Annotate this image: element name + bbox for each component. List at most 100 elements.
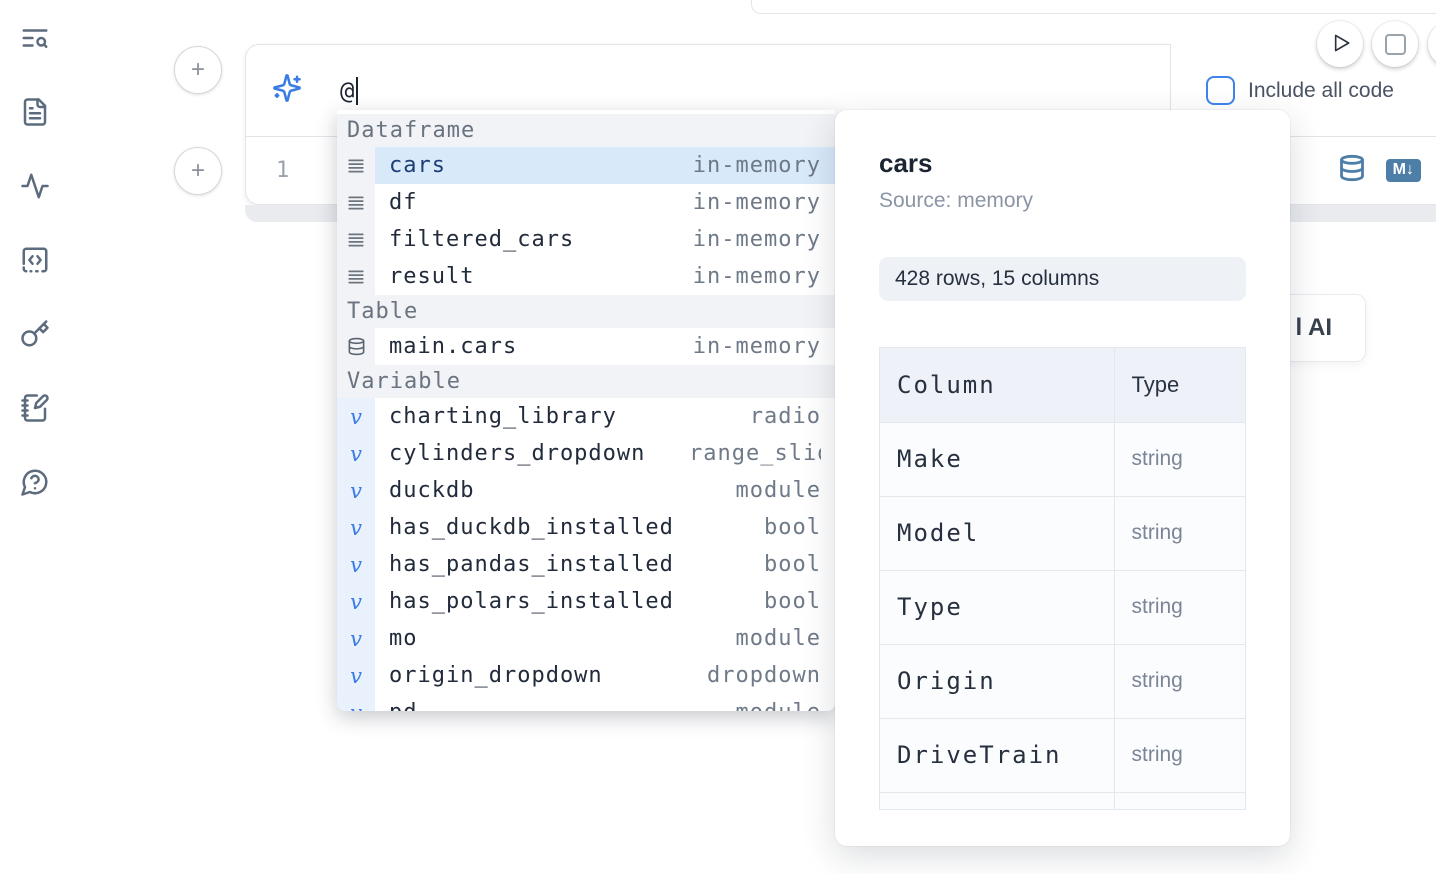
key-icon: [20, 319, 52, 349]
item-type: bool: [764, 552, 821, 577]
item-type: dropdown: [707, 663, 821, 688]
autocomplete-item[interactable]: vpdmodule: [337, 694, 835, 711]
text-cursor: [356, 76, 359, 105]
preview-shape-badge: 428 rows, 15 columns: [879, 257, 1246, 301]
autocomplete-section-label: Table: [337, 295, 835, 328]
partial-button[interactable]: [1428, 21, 1436, 67]
autocomplete-section-label: Variable: [337, 365, 835, 398]
item-type: module: [735, 478, 821, 503]
sidebar-help-circle-icon[interactable]: [20, 466, 52, 498]
sidebar: [20, 22, 52, 498]
autocomplete-item[interactable]: filtered_cars in-memory: [337, 221, 835, 258]
sparkles-icon: [272, 73, 302, 108]
item-name: origin_dropdown: [389, 663, 603, 688]
autocomplete-item[interactable]: cars in-memory: [337, 147, 835, 184]
column-type: string: [1114, 495, 1245, 570]
stop-button[interactable]: [1372, 21, 1418, 67]
column-name: Model: [880, 495, 1115, 570]
cell-toolbar: M↓: [1338, 154, 1421, 187]
column-name: Type: [880, 569, 1115, 644]
item-type: in-memory: [692, 264, 821, 289]
previous-cell-edge: [751, 0, 1436, 14]
item-name: main.cars: [389, 334, 518, 359]
column-type: string: [1114, 569, 1245, 644]
file-text-icon: [20, 97, 52, 127]
item-name: mo: [389, 626, 418, 651]
help-circle-icon: [20, 467, 52, 497]
sidebar-code-square-icon[interactable]: [20, 244, 52, 276]
item-name: has_pandas_installed: [389, 552, 674, 577]
dataframe-rows-icon: [337, 184, 375, 221]
database-icon: [337, 328, 375, 365]
preview-title: cars: [879, 148, 933, 178]
variable-icon: v: [337, 509, 375, 546]
top-border-mask: [1171, 43, 1436, 46]
item-name: filtered_cars: [389, 227, 575, 252]
sidebar-text-search-icon[interactable]: [20, 22, 52, 54]
autocomplete-item[interactable]: result in-memory: [337, 258, 835, 295]
autocomplete-item[interactable]: v origin_dropdown dropdown: [337, 657, 835, 694]
item-type: module: [689, 700, 821, 711]
schema-header: Type: [1114, 348, 1245, 422]
item-type: in-memory: [692, 227, 821, 252]
add-cell-button-top[interactable]: +: [174, 46, 222, 94]
sidebar-key-icon[interactable]: [20, 318, 52, 350]
prompt-input-text: @: [340, 76, 355, 105]
ai-prompt-input[interactable]: @: [246, 45, 1171, 136]
include-all-code-label: Include all code: [1248, 78, 1394, 102]
code-square-icon: [20, 245, 52, 275]
autocomplete-item[interactable]: v has_pandas_installed bool: [337, 546, 835, 583]
markdown-icon[interactable]: M↓: [1385, 159, 1421, 182]
item-name: charting_library: [389, 404, 617, 429]
ai-card-label: l AI: [1295, 314, 1332, 341]
sidebar-file-text-icon[interactable]: [20, 96, 52, 128]
column-name: Origin: [880, 643, 1115, 718]
item-name: result: [389, 264, 475, 289]
preview-source: Source: memory: [879, 189, 1034, 212]
line-number: 1: [276, 158, 290, 183]
variable-icon: v: [337, 657, 375, 694]
include-all-code-checkbox[interactable]: [1206, 76, 1235, 105]
dataframe-rows-icon: [337, 258, 375, 295]
column-type: string: [1114, 421, 1245, 496]
variable-icon: v: [337, 546, 375, 583]
column-type: string: [1114, 717, 1245, 792]
database-icon[interactable]: [1338, 154, 1366, 187]
variable-icon: v: [337, 583, 375, 620]
activity-icon: [20, 171, 52, 201]
item-name: cylinders_dropdown: [389, 441, 646, 466]
ai-prompt-row: @ Include all code: [246, 45, 1436, 136]
variable-icon: v: [337, 620, 375, 657]
variable-icon: v: [337, 435, 375, 472]
sidebar-activity-icon[interactable]: [20, 170, 52, 202]
item-type: bool: [764, 589, 821, 614]
column-name: Make: [880, 421, 1115, 496]
item-type: in-memory: [692, 153, 821, 178]
sidebar-notebook-pen-icon[interactable]: [20, 392, 52, 424]
variable-icon: v: [337, 694, 375, 711]
schema-row-clipped: [880, 791, 1245, 809]
dataframe-rows-icon: [337, 221, 375, 258]
column-name: DriveTrain: [880, 717, 1115, 792]
run-button[interactable]: [1317, 21, 1363, 67]
item-name: cars: [389, 153, 446, 178]
add-cell-button-bottom[interactable]: +: [174, 147, 222, 195]
notebook-pen-icon: [20, 393, 52, 423]
text-search-icon: [20, 23, 52, 53]
